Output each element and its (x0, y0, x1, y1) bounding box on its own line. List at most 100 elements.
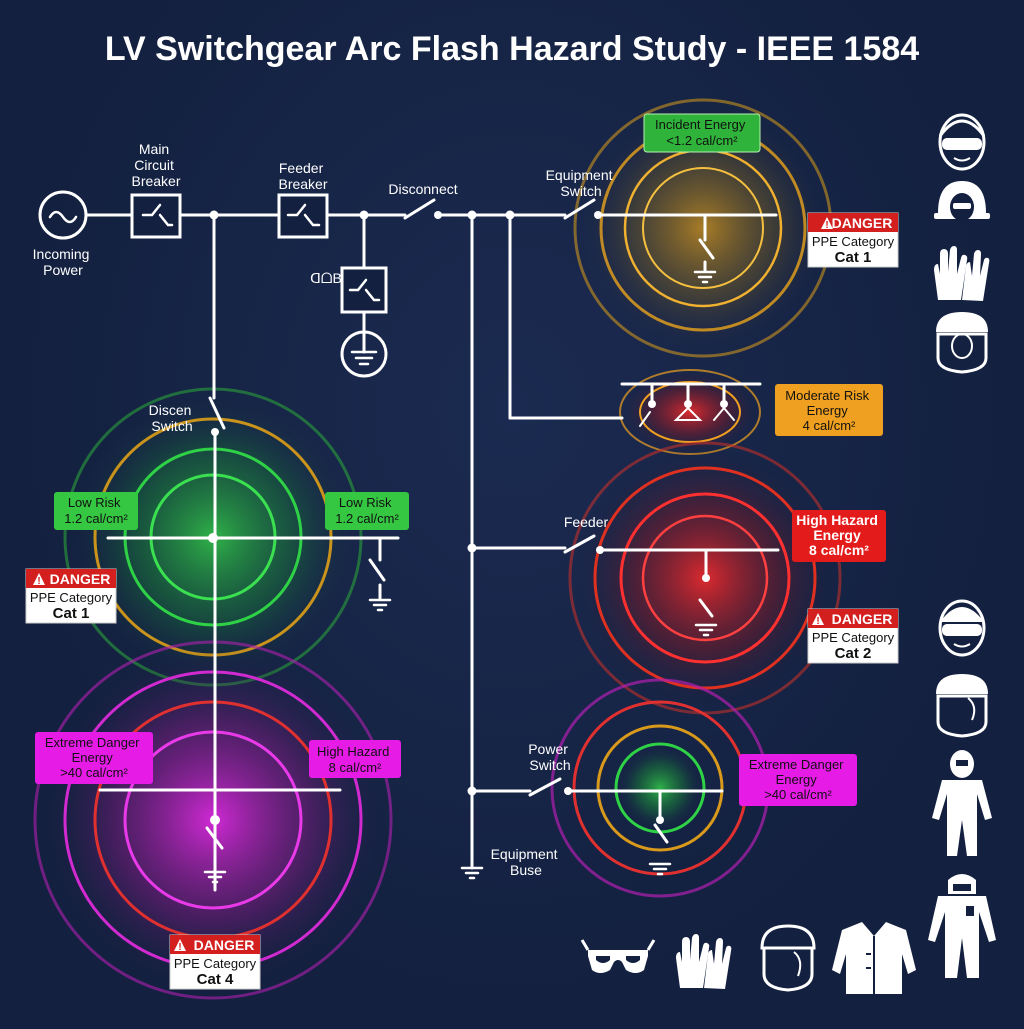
danger-tag-left: ! DANGER PPE Category Cat 1 (25, 568, 117, 624)
extreme-left-line-1: Extreme Danger (45, 735, 140, 750)
face-shield-icon (760, 924, 816, 992)
gloves-icon (934, 246, 990, 301)
ppe-category-text: PPE Category (812, 234, 895, 249)
full-arc-suit-icon (928, 874, 996, 978)
svg-text:!: ! (178, 942, 181, 953)
equipment-buse-label: Equipment Buse (491, 846, 562, 878)
danger-word: DANGER (194, 937, 255, 953)
extreme-right-line-1: Extreme Danger (749, 757, 844, 772)
svg-text:Incident Energy <1.2 cal: Incident Energy <1.2 cal/cm² (655, 117, 749, 148)
power-switch-line-1: Power (528, 741, 568, 757)
junction-dots (208, 210, 728, 825)
equipment-switch-line-1: Equipment (546, 167, 613, 183)
page-title: LV Switchgear Arc Flash Hazard Study - I… (105, 30, 919, 68)
feeder-breaker-line-2: Breaker (278, 176, 327, 192)
svg-text:!: ! (825, 220, 828, 231)
feeder-breaker-label: Feeder Breaker (278, 160, 327, 192)
warning-icon (33, 573, 45, 585)
equipment-buse-line-2: Buse (510, 862, 542, 878)
danger-tag-bottom: ! DANGER PPE Category Cat 4 (169, 934, 261, 990)
main-breaker-line-3: Breaker (131, 173, 180, 189)
danger-word: DANGER (832, 611, 893, 627)
main-breaker-label: Main Circuit Breaker (131, 141, 180, 189)
warning-icon (812, 613, 824, 625)
main-breaker-line-1: Main (139, 141, 169, 157)
equipment-buse-line-1: Equipment (491, 846, 558, 862)
face-goggles-icon (938, 599, 986, 657)
moderate-risk-line-1: Moderate Risk (785, 388, 869, 403)
moderate-risk-box: Moderate Risk Energy 4 cal/cm² (775, 384, 883, 436)
danger-tag-top-right: ! DANGER PPE Category Cat 1 (807, 212, 899, 268)
ppe-cat-value: Cat 1 (835, 249, 872, 266)
face-shield-icon (936, 674, 988, 738)
equipment-switch-line-2: Switch (560, 183, 601, 199)
high-hazard-right-line-3: 8 cal/cm² (809, 542, 869, 558)
incident-energy-line-2: <1.2 cal/cm² (666, 133, 738, 148)
low-risk-right-line-2: 1.2 cal/cm² (335, 511, 399, 526)
feeder-label: Feeder (564, 514, 609, 530)
discen-switch-line-2: Switch (151, 418, 192, 434)
extreme-left-line-2: Energy (72, 750, 114, 765)
gloves-icon (676, 934, 732, 989)
high-hazard-left-box: High Hazard 8 cal/cm² (309, 740, 401, 778)
danger-word: DANGER (832, 215, 893, 231)
incident-energy-box: Incident Energy <1.2 cal/cm² (643, 113, 761, 153)
low-risk-left-box: Low Risk 1.2 cal/cm² (54, 492, 138, 530)
feeder-breaker-line-1: Feeder (279, 160, 324, 176)
arc-flash-suit-icon (932, 750, 992, 856)
svg-text:Moderate Risk Energy: Moderate Risk Energy 4 cal/cm² (785, 388, 872, 433)
ppe-cat-value: Cat 1 (53, 605, 90, 622)
svg-text:High Hazard Energy: High Hazard Energy 8 cal/cm² (796, 512, 882, 558)
equipment-switch-label: Equipment Switch (546, 167, 617, 199)
incoming-power-line-2: Power (43, 262, 83, 278)
main-breaker-line-2: Circuit (134, 157, 174, 173)
one-line-wiring (38, 190, 780, 892)
moderate-risk-line-2: Energy (807, 403, 849, 418)
discen-switch-label: Discen Switch (149, 402, 196, 434)
svg-text:Low Risk 1.2 cal/cm²: Low Risk 1.2 cal/cm² (335, 495, 399, 526)
safety-glasses-icon (580, 939, 656, 973)
svg-text:Extreme Danger Energy: Extreme Danger Energy >40 cal/cm² (749, 757, 847, 802)
ppe-category-text: PPE Category (812, 630, 895, 645)
high-hazard-left-line-2: 8 cal/cm² (329, 760, 382, 775)
ppe-cat-value: Cat 4 (197, 971, 234, 988)
danger-word: DANGER (50, 571, 111, 587)
ppe-category-text: PPE Category (30, 590, 113, 605)
svg-text:Low Risk 1.2 cal/cm²: Low Risk 1.2 cal/cm² (64, 495, 128, 526)
ppe-icons (580, 113, 996, 994)
svg-text:High Hazard 8 cal/cm²: High Hazard 8 cal/cm² (317, 744, 393, 775)
low-risk-left-line-2: 1.2 cal/cm² (64, 511, 128, 526)
svg-text:Extreme Danger Energy: Extreme Danger Energy >40 cal/cm² (45, 735, 143, 780)
moderate-risk-line-3: 4 cal/cm² (803, 418, 856, 433)
incoming-power-label: Incoming Power (33, 246, 94, 278)
extreme-danger-right-box: Extreme Danger Energy >40 cal/cm² (739, 754, 857, 806)
danger-tag-mid-right: ! DANGER PPE Category Cat 2 (807, 608, 899, 664)
high-hazard-right-line-1: High Hazard (796, 512, 878, 528)
hard-hat-earmuffs-icon (934, 181, 990, 221)
small-glyphs-label: ᗡᗝB (310, 270, 342, 286)
power-switch-label: Power Switch (528, 741, 572, 773)
flame-resistant-jacket-icon (832, 922, 916, 994)
low-risk-right-line-1: Low Risk (339, 495, 392, 510)
high-hazard-right-box: High Hazard Energy 8 cal/cm² (792, 510, 886, 562)
extreme-left-line-3: >40 cal/cm² (60, 765, 128, 780)
power-switch-line-2: Switch (529, 757, 570, 773)
incoming-power-line-1: Incoming (33, 246, 90, 262)
extreme-right-line-2: Energy (776, 772, 818, 787)
warning-icon (821, 217, 833, 229)
svg-text:!: ! (37, 576, 40, 587)
high-hazard-left-line-1: High Hazard (317, 744, 389, 759)
face-shield-icon (936, 312, 988, 374)
incident-energy-line-1: Incident Energy (655, 117, 746, 132)
low-risk-left-line-1: Low Risk (68, 495, 121, 510)
disconnect-label: Disconnect (388, 181, 457, 197)
extreme-right-line-3: >40 cal/cm² (764, 787, 832, 802)
low-risk-right-box: Low Risk 1.2 cal/cm² (325, 492, 409, 530)
ppe-category-text: PPE Category (174, 956, 257, 971)
high-hazard-right-line-2: Energy (813, 527, 861, 543)
ppe-cat-value: Cat 2 (835, 645, 872, 662)
svg-text:!: ! (816, 616, 819, 627)
extreme-danger-left-box: Extreme Danger Energy >40 cal/cm² (35, 732, 153, 784)
